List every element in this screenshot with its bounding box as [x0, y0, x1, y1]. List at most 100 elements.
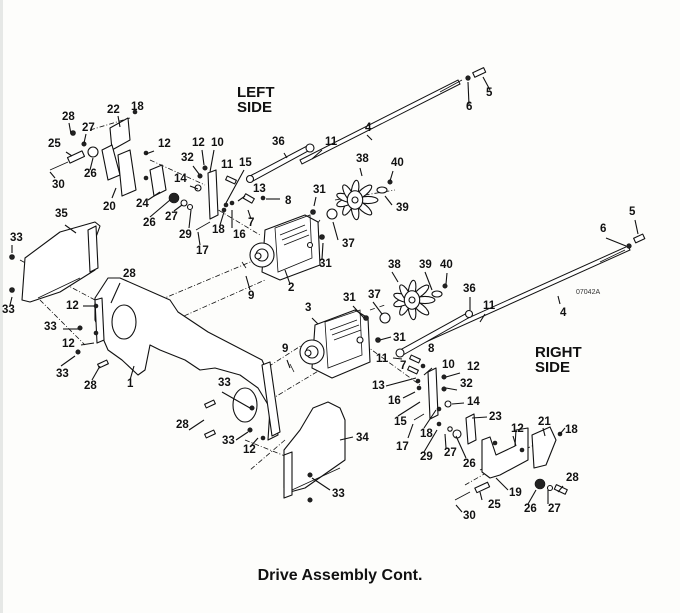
callout-leader	[559, 427, 566, 435]
callout-number: 4	[560, 307, 567, 319]
right-side-label-line1: RIGHT	[535, 344, 582, 361]
callout-leader	[423, 429, 438, 453]
callout-number: 27	[82, 122, 95, 134]
callout-number: 9	[248, 290, 254, 302]
callout-leader	[557, 295, 561, 305]
callout-number: 31	[319, 258, 332, 270]
callout-leader	[60, 355, 76, 367]
callout-leader	[145, 150, 155, 155]
callout-leader	[423, 409, 437, 429]
callout-number: 33	[218, 377, 231, 389]
callout-number: 33	[222, 435, 235, 447]
callout-number: 27	[444, 447, 457, 459]
callout-number: 12	[192, 137, 205, 149]
callout-leader	[49, 171, 56, 179]
callout-number: 1	[127, 378, 134, 390]
callout-number: 33	[2, 304, 15, 316]
callout-leader	[634, 219, 639, 235]
callout-number: 17	[396, 441, 409, 453]
callout-leader	[117, 115, 121, 128]
right-shield	[283, 401, 346, 503]
callout-number: 18	[420, 428, 433, 440]
right-cooling-fan	[393, 279, 436, 321]
callout-leader	[68, 122, 72, 135]
main-frame-plate	[75, 277, 281, 441]
callout-leader	[197, 231, 201, 246]
callout-number: 37	[368, 289, 381, 301]
callout-leader	[147, 191, 161, 201]
callout-number: 27	[165, 211, 178, 223]
callout-leader	[111, 187, 117, 199]
callout-leader	[407, 423, 414, 439]
callout-leader	[221, 391, 251, 409]
callout-leader	[402, 391, 416, 399]
callout-number: 40	[440, 259, 453, 271]
callout-number: 22	[107, 104, 120, 116]
callout-number: 38	[388, 259, 401, 271]
callout-leader	[189, 185, 199, 190]
callout-number: 32	[460, 378, 473, 390]
callout-leader	[83, 133, 87, 144]
callout-number: 28	[176, 419, 189, 431]
callout-number: 26	[463, 458, 476, 470]
control-rod-left	[299, 67, 487, 165]
callout-leader	[209, 149, 215, 173]
callout-number: 14	[174, 173, 187, 185]
callout-leader	[321, 242, 324, 260]
callout-number: 38	[356, 153, 369, 165]
upper-left-bracket-group	[49, 109, 194, 211]
callout-leader	[129, 365, 135, 381]
callout-leader	[444, 433, 447, 449]
callout-number: 20	[103, 201, 116, 213]
callout-leader	[391, 271, 399, 283]
callout-leader	[445, 272, 448, 285]
callout-number: 2	[288, 282, 294, 294]
callout-number: 26	[143, 217, 156, 229]
callout-number: 26	[84, 168, 97, 180]
left-shield	[9, 221, 101, 303]
callout-number: 39	[419, 259, 432, 271]
callout-number: 28	[123, 268, 136, 280]
right-side-label-line2: SIDE	[535, 359, 570, 376]
callout-number: 12	[243, 444, 256, 456]
callout-leader	[482, 76, 491, 91]
left-cooling-fan	[336, 179, 379, 221]
callout-leader	[392, 357, 403, 360]
callout-number: 6	[466, 101, 472, 113]
callout-leader	[311, 317, 319, 325]
callout-number: 21	[538, 416, 551, 428]
callout-number: 16	[233, 229, 246, 241]
callout-number: 11	[325, 136, 338, 148]
callout-leader	[605, 237, 627, 247]
callout-number: 5	[629, 206, 636, 218]
left-side-label-line1: LEFT	[237, 84, 275, 101]
callout-leader	[201, 149, 205, 166]
short-rod-right	[395, 309, 474, 358]
right-fan-spacer	[379, 312, 391, 324]
callout-leader	[64, 224, 77, 234]
callout-leader	[542, 427, 546, 437]
callout-number: 32	[181, 152, 194, 164]
callout-leader	[311, 477, 331, 491]
callout-number: 39	[396, 202, 409, 214]
callout-number: 16	[388, 395, 401, 407]
callout-number: 40	[391, 157, 404, 169]
callout-number: 12	[467, 361, 480, 373]
callout-leader	[65, 151, 73, 157]
callout-leader	[286, 359, 291, 369]
callout-leader	[225, 169, 245, 204]
callout-number: 8	[428, 343, 435, 355]
callout-leader	[339, 436, 354, 441]
fan-center	[351, 196, 359, 204]
callout-number: 5	[486, 87, 493, 99]
callout-leader	[512, 435, 517, 447]
callout-number: 7	[248, 217, 254, 229]
callout-number: 31	[313, 184, 326, 196]
callout-number: 9	[282, 343, 288, 355]
callout-leader	[359, 167, 363, 177]
callout-number: 12	[511, 423, 524, 435]
callout-leader	[557, 485, 564, 493]
callout-number: 25	[48, 138, 61, 150]
callout-leader	[451, 402, 465, 405]
